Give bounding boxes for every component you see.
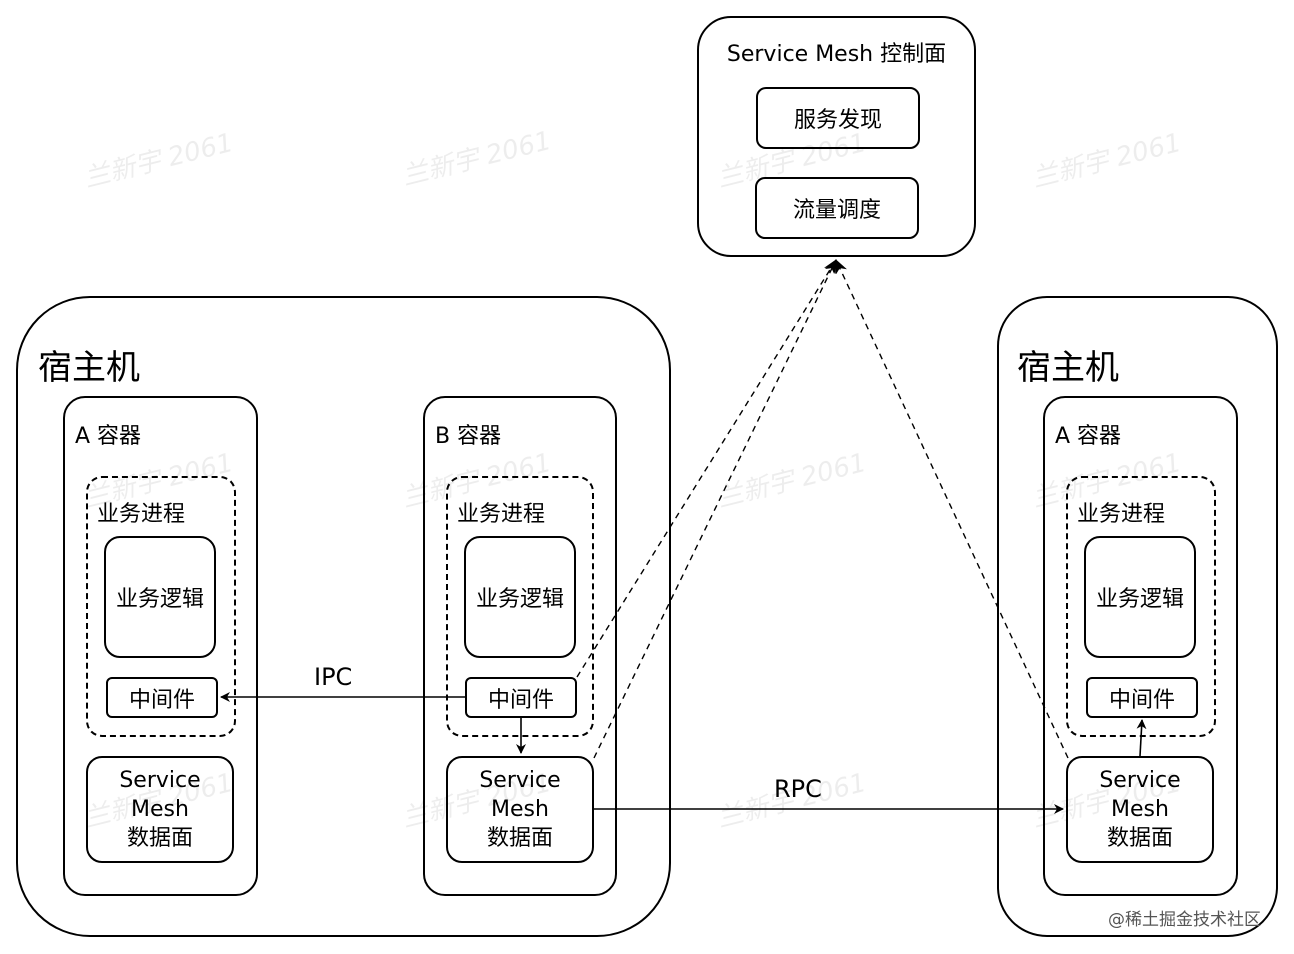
data-plane-a-right: Service Mesh 数据面 <box>1066 756 1214 863</box>
middleware-a-right-label: 中间件 <box>1108 687 1175 713</box>
service-discovery-label: 服务发现 <box>793 108 882 133</box>
control-plane: Service Mesh 控制面 服务发现 流量调度 <box>697 16 976 257</box>
container-b-left-title: B 容器 <box>435 424 502 449</box>
traffic-scheduling-box: 流量调度 <box>755 177 919 239</box>
container-a-left: A 容器 <box>63 396 258 896</box>
host-right-title: 宿主机 <box>1017 348 1119 388</box>
data-plane-a-right-line1: Service <box>1099 768 1181 793</box>
middleware-b-left-label: 中间件 <box>487 687 554 713</box>
middleware-a-right: 中间件 <box>1086 677 1198 718</box>
host-left-title: 宿主机 <box>38 348 140 388</box>
business-process-a-left-label: 业务进程 <box>97 502 186 527</box>
host-right: 宿主机 <box>997 296 1278 937</box>
container-a-left-title: A 容器 <box>75 424 142 449</box>
business-logic-b-left: 业务逻辑 <box>464 536 576 658</box>
container-b-left: B 容器 <box>423 396 617 896</box>
middleware-b-left: 中间件 <box>465 677 577 718</box>
container-a-right: A 容器 <box>1043 396 1238 896</box>
data-plane-a-left: Service Mesh 数据面 <box>86 756 234 863</box>
business-logic-a-left-label: 业务逻辑 <box>115 587 204 612</box>
container-a-right-title: A 容器 <box>1055 424 1122 449</box>
right-dataplane-to-control-plane-dashed <box>835 259 1069 759</box>
control-plane-title: Service Mesh 控制面 <box>726 42 947 67</box>
data-plane-a-right-line2: Mesh <box>1111 797 1169 822</box>
data-plane-a-left-line3: 数据面 <box>126 826 193 851</box>
data-plane-a-left-line2: Mesh <box>131 797 189 822</box>
business-process-b-left: 业务进程 <box>446 476 594 737</box>
data-plane-b-left: Service Mesh 数据面 <box>446 756 594 863</box>
business-logic-a-right-label: 业务逻辑 <box>1095 587 1184 612</box>
service-discovery-box: 服务发现 <box>756 87 920 149</box>
data-plane-a-left-line1: Service <box>119 768 201 793</box>
data-plane-a-right-line3: 数据面 <box>1106 826 1173 851</box>
business-logic-a-right: 业务逻辑 <box>1084 536 1196 658</box>
business-process-a-right-label: 业务进程 <box>1077 502 1166 527</box>
data-plane-b-left-line3: 数据面 <box>486 826 553 851</box>
business-process-a-left: 业务进程 <box>86 476 236 737</box>
ipc-label: IPC <box>314 663 353 691</box>
traffic-scheduling-label: 流量调度 <box>792 198 881 223</box>
b-dataplane-to-control-plane-dashed <box>593 259 837 759</box>
business-logic-b-left-label: 业务逻辑 <box>475 587 564 612</box>
data-plane-b-left-line2: Mesh <box>491 797 549 822</box>
b-middleware-to-control-plane-dashed <box>576 259 837 678</box>
business-logic-a-left: 业务逻辑 <box>104 536 216 658</box>
data-plane-b-left-line1: Service <box>479 768 561 793</box>
host-left: 宿主机 <box>16 296 671 937</box>
site-watermark: @稀土掘金技术社区 <box>1108 910 1261 930</box>
middleware-a-left-label: 中间件 <box>128 687 195 713</box>
right-dataplane-to-middleware-arrow <box>1136 719 1147 757</box>
middleware-a-left: 中间件 <box>106 677 218 718</box>
business-process-b-left-label: 业务进程 <box>457 502 546 527</box>
rpc-label: RPC <box>774 775 822 803</box>
